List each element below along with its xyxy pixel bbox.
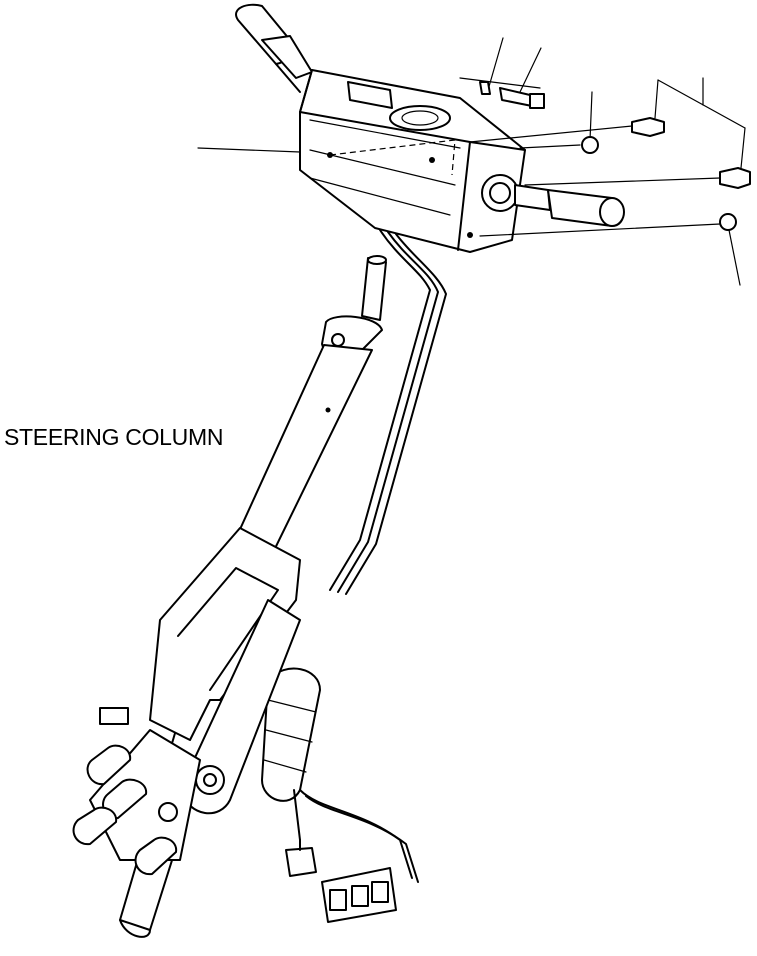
leader-lines <box>197 37 746 286</box>
right-lever <box>481 174 625 227</box>
fasteners <box>469 81 751 237</box>
mounting-bracket <box>72 527 301 876</box>
wire-connectors <box>285 839 397 923</box>
wire-harness <box>261 229 447 883</box>
steering-column-label: STEERING COLUMN <box>4 424 224 450</box>
combination-switch-housing <box>299 69 526 253</box>
left-lever <box>235 3 313 93</box>
